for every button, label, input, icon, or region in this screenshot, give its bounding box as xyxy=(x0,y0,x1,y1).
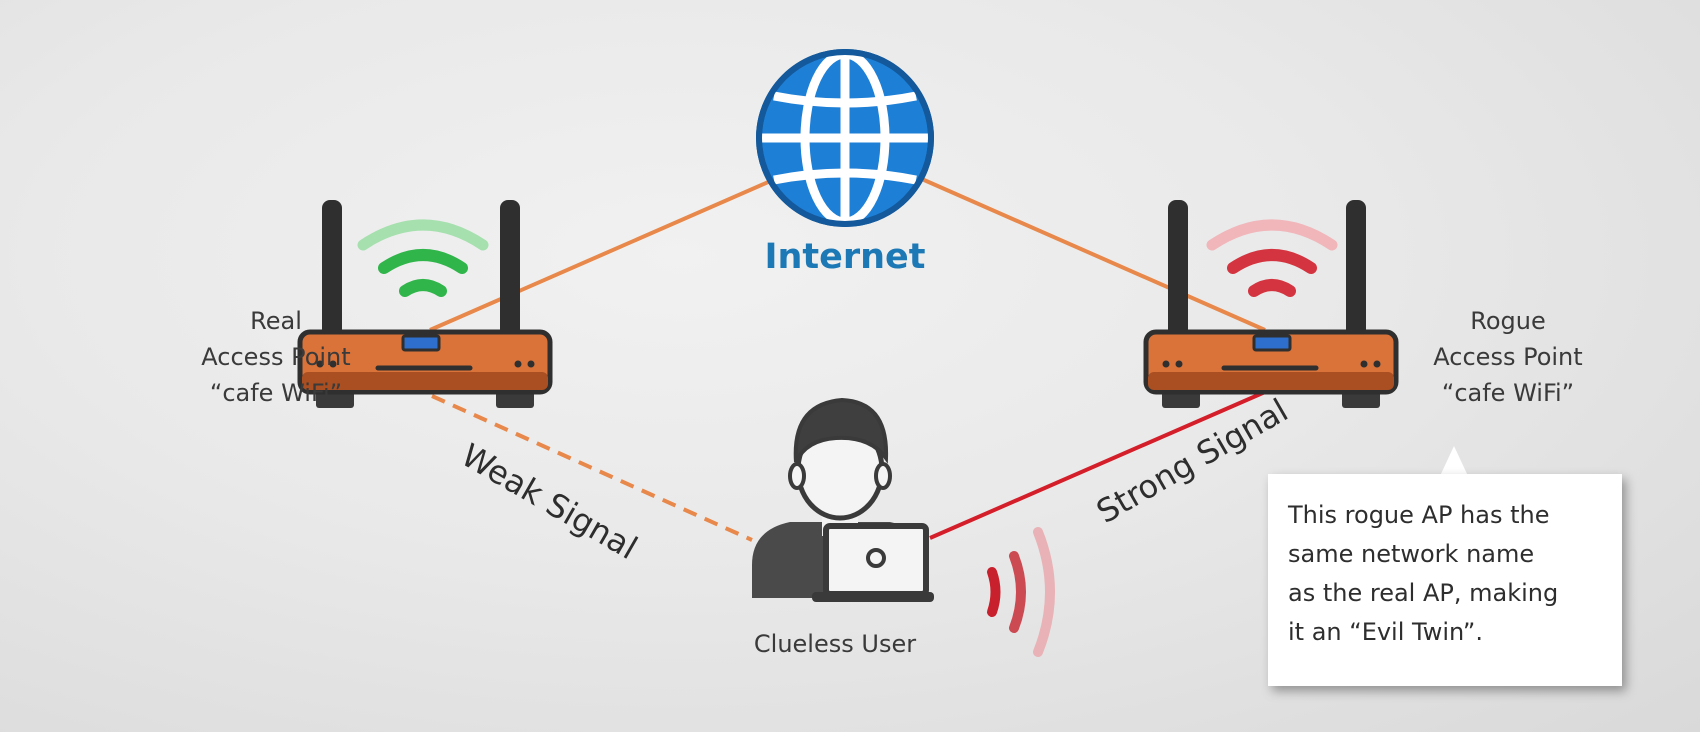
callout-line: as the real AP, making xyxy=(1288,579,1559,607)
strong-signal-line xyxy=(929,390,1266,540)
rogue-ap-label-line: Rogue xyxy=(1470,307,1546,335)
user-label: Clueless User xyxy=(753,630,917,658)
uplink-rogue-ap xyxy=(914,174,1266,332)
callout-pointer xyxy=(1440,446,1468,476)
wifi-signal-bad-icon xyxy=(1206,219,1338,297)
real-ap-label-line: “cafe WiFi” xyxy=(209,379,343,407)
uplink-real-ap xyxy=(429,174,783,332)
real-ap-label-line: Real xyxy=(250,307,302,335)
real-ap-label-line: Access Point xyxy=(201,343,351,371)
internet-label: Internet xyxy=(764,237,926,277)
callout-line: This rogue AP has the xyxy=(1288,501,1550,529)
real-ap-label: Real Access Point “cafe WiFi” xyxy=(166,303,386,411)
evil-twin-callout: This rogue AP has the same network name … xyxy=(1268,474,1622,686)
callout-line: same network name xyxy=(1288,540,1535,568)
radio-wave-icon xyxy=(987,527,1055,657)
rogue-ap-label-line: Access Point xyxy=(1433,343,1583,371)
weak-signal-line xyxy=(431,394,753,542)
wifi-signal-good-icon xyxy=(357,219,489,297)
rogue-ap-label-line: “cafe WiFi” xyxy=(1441,379,1575,407)
rogue-router-icon xyxy=(1143,200,1399,408)
callout-line: it an “Evil Twin”. xyxy=(1288,618,1483,646)
globe-icon xyxy=(756,49,934,227)
rogue-ap-label: Rogue Access Point “cafe WiFi” xyxy=(1398,303,1618,411)
real-router-icon xyxy=(297,200,553,408)
laptop-icon xyxy=(812,523,934,602)
